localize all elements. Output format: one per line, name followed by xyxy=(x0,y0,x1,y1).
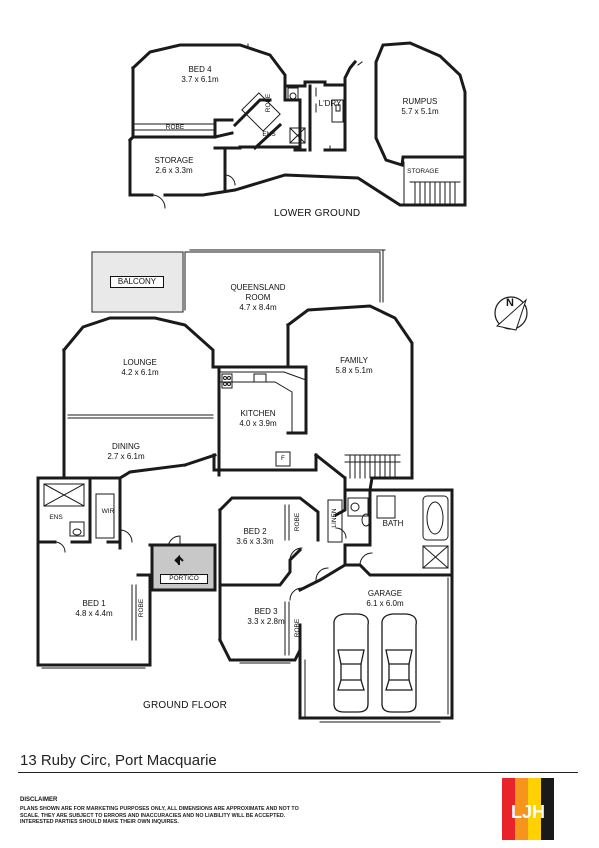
room-lounge-size: 4.2 x 6.1m xyxy=(121,368,159,377)
room-bed1-name: BED 1 xyxy=(82,599,106,608)
floor-label-lower: LOWER GROUND xyxy=(274,208,361,219)
room-bed4-name: BED 4 xyxy=(188,65,212,74)
label-robe-bed2: ROBE xyxy=(294,512,301,532)
label-robe-bed3: ROBE xyxy=(294,618,301,638)
room-bed4: BED 4 3.7 x 6.1m xyxy=(170,65,230,85)
room-kitchen-name: KITCHEN xyxy=(240,409,276,418)
room-rumpus: RUMPUS 5.7 x 5.1m xyxy=(385,97,455,117)
property-address: 13 Ruby Circ, Port Macquarie xyxy=(20,752,217,769)
label-balcony: BALCONY xyxy=(110,276,164,288)
room-storage-lower: STORAGE 2.6 x 3.3m xyxy=(144,156,204,176)
label-laundry: L'DRY xyxy=(318,99,342,108)
room-garage-size: 6.1 x 6.0m xyxy=(366,599,404,608)
ground-floor-walls xyxy=(36,304,454,720)
label-storage-small: STORAGE xyxy=(407,168,439,175)
label-robe-lower-left: ROBE xyxy=(165,124,185,131)
room-bed3-name: BED 3 xyxy=(254,607,278,616)
label-fridge: F xyxy=(281,455,285,462)
floor-label-ground: GROUND FLOOR xyxy=(143,700,228,711)
room-family-name: FAMILY xyxy=(340,356,368,365)
room-bed3: BED 3 3.3 x 2.8m xyxy=(236,607,296,627)
lower-ground-walls xyxy=(127,41,467,207)
room-bed2: BED 2 3.6 x 3.3m xyxy=(225,527,285,547)
room-dining: DINING 2.7 x 6.1m xyxy=(96,442,156,462)
room-kitchen: KITCHEN 4.0 x 3.9m xyxy=(228,409,288,429)
room-kitchen-size: 4.0 x 3.9m xyxy=(239,419,277,428)
label-ens-ground: ENS xyxy=(49,514,63,521)
label-robe-bed1: ROBE xyxy=(138,598,145,618)
entry-arrow-icon xyxy=(174,554,184,565)
room-bed3-size: 3.3 x 2.8m xyxy=(247,617,285,626)
label-portico: PORTICO xyxy=(160,574,208,584)
room-garage: GARAGE 6.1 x 6.0m xyxy=(354,589,416,609)
room-lounge-name: LOUNGE xyxy=(123,358,157,367)
ljh-logo: LJH xyxy=(502,778,554,840)
label-robe-lower-diag: ROBE xyxy=(265,93,272,113)
room-bed4-size: 3.7 x 6.1m xyxy=(181,75,219,84)
room-bed2-name: BED 2 xyxy=(243,527,267,536)
room-storage-lower-name: STORAGE xyxy=(154,156,194,165)
room-queensland-name: QUEENSLAND xyxy=(230,283,286,292)
compass-letter: N xyxy=(506,297,514,309)
room-lounge: LOUNGE 4.2 x 6.1m xyxy=(110,358,170,378)
lower-ground-thin xyxy=(134,43,461,209)
label-wir: WIR xyxy=(101,508,115,515)
compass-icon xyxy=(494,296,528,331)
label-bath: BATH xyxy=(382,519,404,528)
room-bed1: BED 1 4.8 x 4.4m xyxy=(64,599,124,619)
room-rumpus-size: 5.7 x 5.1m xyxy=(401,107,439,116)
room-dining-name: DINING xyxy=(112,442,140,451)
room-storage-lower-size: 2.6 x 3.3m xyxy=(155,166,193,175)
label-ens-lower: ENS xyxy=(262,131,276,138)
room-bed2-size: 3.6 x 3.3m xyxy=(236,537,274,546)
room-dining-size: 2.7 x 6.1m xyxy=(107,452,145,461)
disclaimer-title: DISCLAIMER xyxy=(20,797,58,803)
room-rumpus-name: RUMPUS xyxy=(402,97,438,106)
room-queensland-name2: ROOM xyxy=(245,293,271,302)
room-garage-name: GARAGE xyxy=(367,589,403,598)
room-family: FAMILY 5.8 x 5.1m xyxy=(323,356,385,376)
label-linen: LINEN xyxy=(331,508,338,528)
divider xyxy=(18,772,578,773)
logo-text: LJH xyxy=(511,802,545,822)
ground-floor-thin xyxy=(41,249,449,723)
disclaimer-text: PLANS SHOWN ARE FOR MARKETING PURPOSES O… xyxy=(20,806,299,826)
room-queensland-size: 4.7 x 8.4m xyxy=(239,303,277,312)
room-queensland: QUEENSLAND ROOM 4.7 x 8.4m xyxy=(224,283,292,313)
room-bed1-size: 4.8 x 4.4m xyxy=(75,609,113,618)
garage-cars xyxy=(333,613,417,713)
room-family-size: 5.8 x 5.1m xyxy=(335,366,373,375)
